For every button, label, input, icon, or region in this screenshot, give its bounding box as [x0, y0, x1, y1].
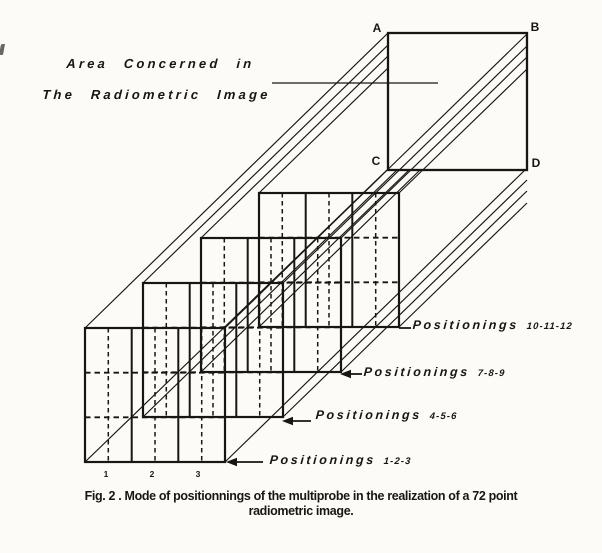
caption-line-2: radiometric image.: [248, 504, 354, 518]
annotation-line-1: Area Concerned in: [66, 56, 255, 71]
positionings-word: Positionings: [363, 365, 471, 379]
positionings-word: Positionings: [315, 408, 423, 422]
label-arrows: [226, 327, 411, 467]
figure-caption: Fig. 2 . Mode of positionnings of the mu…: [0, 489, 602, 519]
positionings-numbers: 7-8-9: [477, 368, 506, 379]
corner-label-a: A: [372, 21, 382, 35]
positionings-word: Positionings: [269, 453, 377, 467]
corner-label-b: B: [530, 20, 540, 34]
positionings-numbers: 10-11-12: [526, 321, 574, 332]
positionings-word: Positionings: [412, 318, 520, 332]
arrowhead-7-8-9: [340, 369, 351, 379]
corner-label-c: C: [371, 154, 381, 168]
caption-line-1: Fig. 2 . Mode of positionnings of the mu…: [84, 489, 518, 503]
corner-label-d: D: [531, 156, 541, 170]
positionings-numbers: 1-2-3: [383, 456, 412, 467]
probe-position-number-2: 2: [149, 469, 155, 479]
positionings-label-4-5-6: Positionings 4-5-6: [315, 406, 458, 424]
positionings-label-7-8-9: Positionings 7-8-9: [363, 363, 506, 381]
positionings-numbers: 4-5-6: [429, 411, 458, 422]
radiometric-area-square: [386, 31, 529, 172]
arrowhead-4-5-6: [282, 416, 293, 426]
annotation-line-2: The Radiometric Image: [42, 87, 272, 102]
probe-position-number-3: 3: [195, 469, 201, 479]
probe-position-number-1: 1: [103, 469, 109, 479]
positionings-label-1-2-3: Positionings 1-2-3: [269, 451, 412, 469]
positionings-label-10-11-12: Positionings 10-11-12: [412, 316, 574, 334]
arrowhead-1-2-3: [226, 457, 237, 467]
